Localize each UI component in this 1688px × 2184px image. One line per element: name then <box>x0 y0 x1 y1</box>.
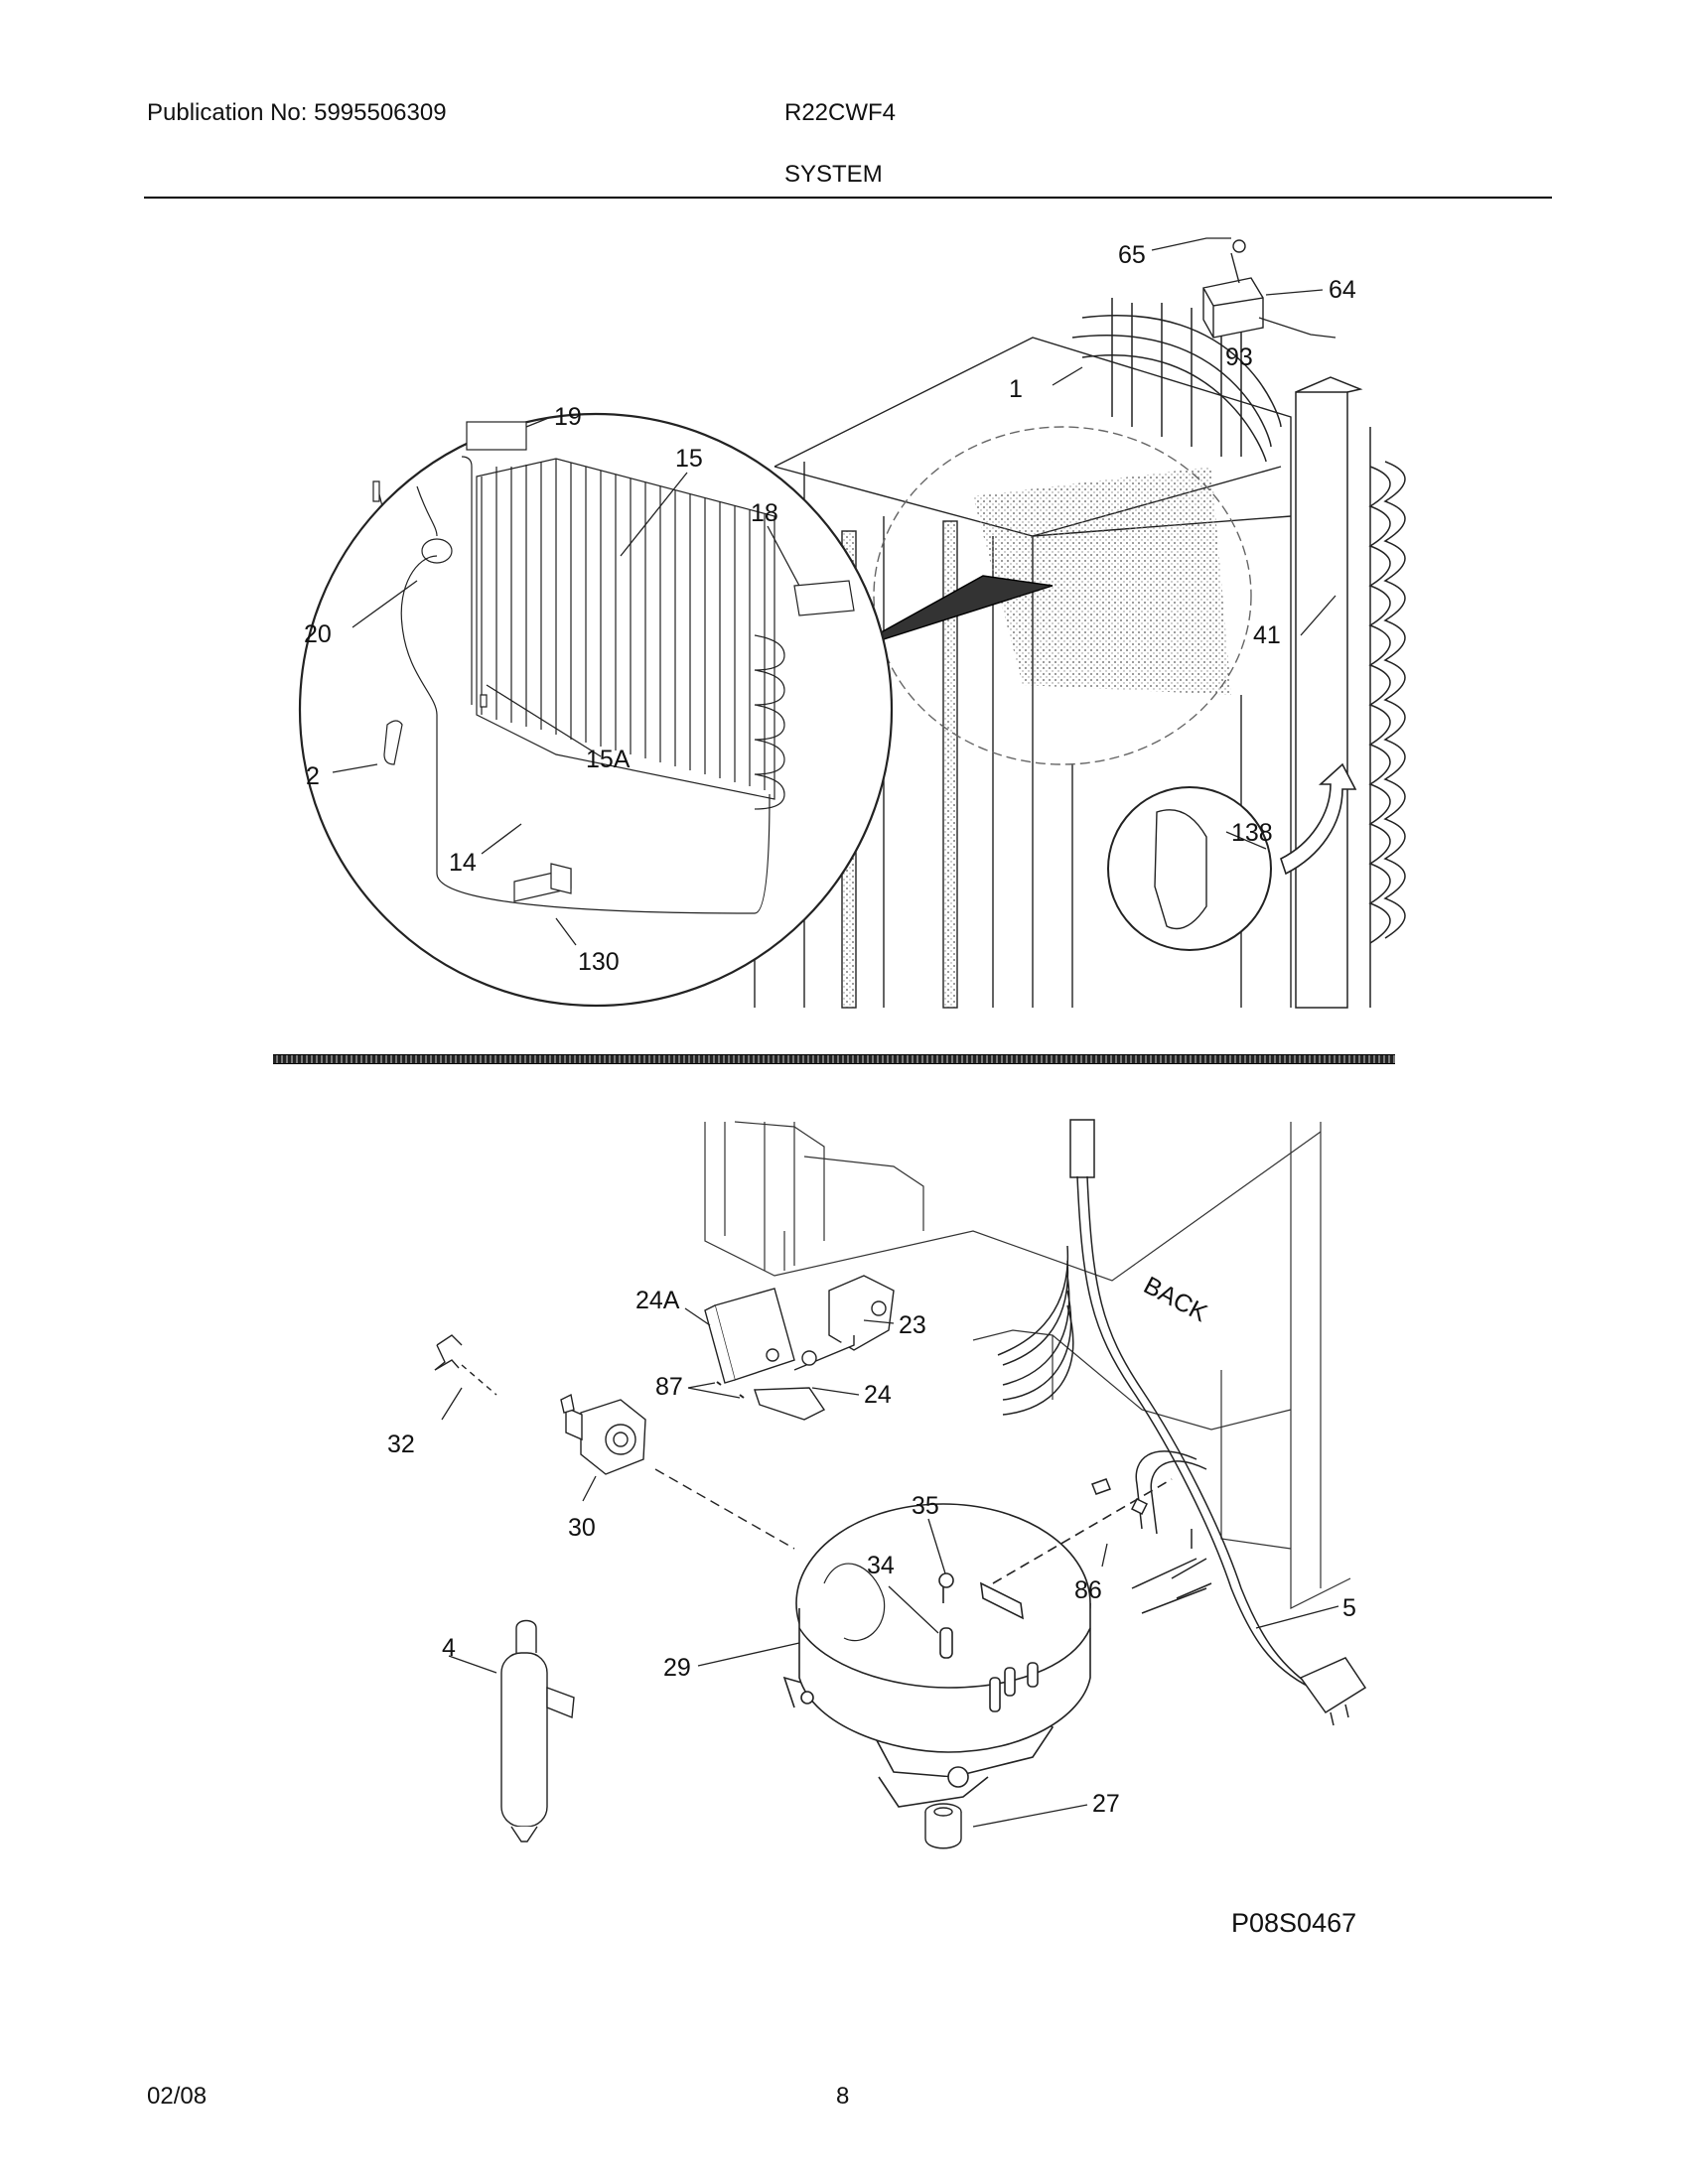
power-cord <box>997 1119 1367 1726</box>
label-1: 1 <box>1009 375 1023 403</box>
clip-and-overload <box>434 1334 795 1550</box>
section-title: SYSTEM <box>784 161 883 188</box>
label-20: 20 <box>304 620 332 648</box>
label-14: 14 <box>449 849 477 877</box>
evaporator-inset <box>298 412 894 1008</box>
label-19: 19 <box>554 403 582 431</box>
label-15A: 15A <box>586 746 631 773</box>
leader-lines-upper <box>332 237 1336 946</box>
label-29: 29 <box>663 1654 691 1682</box>
label-30: 30 <box>568 1514 596 1542</box>
header-rule <box>144 197 1552 199</box>
label-65: 65 <box>1118 241 1146 269</box>
diagram-code: P08S0467 <box>1231 1908 1357 1938</box>
label-23: 23 <box>899 1311 926 1339</box>
label-32: 32 <box>387 1431 415 1458</box>
part-64-bracket <box>1202 239 1264 339</box>
label-130: 130 <box>578 948 620 976</box>
relay-cover-assembly <box>704 1275 895 1421</box>
label-18: 18 <box>751 499 778 527</box>
label-2: 2 <box>306 762 320 790</box>
label-87: 87 <box>655 1373 683 1401</box>
grommet <box>924 1803 962 1849</box>
leader-lines-lower <box>441 1307 1339 1828</box>
condenser-coil <box>1071 298 1406 1009</box>
label-64: 64 <box>1329 276 1356 304</box>
label-35: 35 <box>912 1492 939 1520</box>
label-86: 86 <box>1074 1576 1102 1604</box>
label-24: 24 <box>864 1381 892 1409</box>
label-138: 138 <box>1231 819 1273 847</box>
page-number: 8 <box>836 2083 850 2110</box>
label-5: 5 <box>1342 1594 1356 1622</box>
label-41: 41 <box>1253 621 1281 649</box>
footer-date: 02/08 <box>147 2083 208 2110</box>
label-24A: 24A <box>635 1287 680 1314</box>
label-4: 4 <box>442 1634 456 1662</box>
model-number: R22CWF4 <box>784 99 897 126</box>
label-34: 34 <box>867 1552 895 1579</box>
label-93: 93 <box>1225 343 1253 371</box>
section-divider <box>273 1054 1395 1064</box>
label-back: BACK <box>1139 1272 1212 1328</box>
part-138-inset <box>1107 762 1357 951</box>
label-27: 27 <box>1092 1790 1120 1818</box>
filter-drier <box>500 1619 575 1843</box>
label-15: 15 <box>675 445 703 473</box>
publication-number: Publication No: 5995506309 <box>147 99 447 126</box>
compressor <box>782 1478 1173 1808</box>
